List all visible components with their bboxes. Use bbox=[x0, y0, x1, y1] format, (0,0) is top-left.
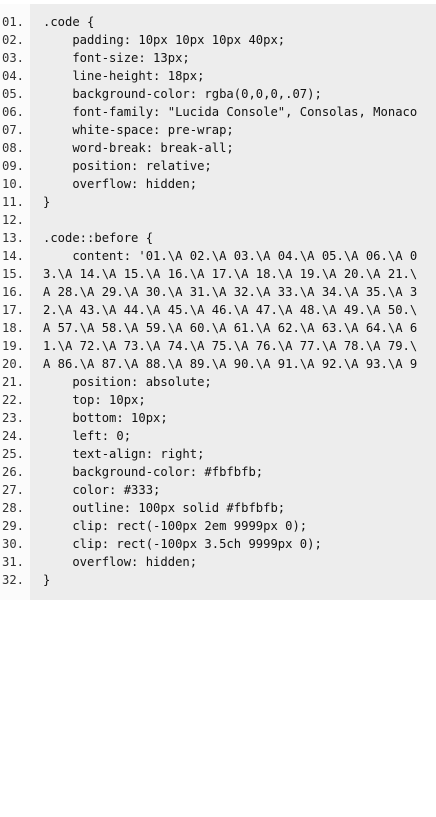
line-text: font-size: 13px; bbox=[43, 51, 190, 65]
line-number: 07. bbox=[2, 123, 25, 137]
line-text: text-align: right; bbox=[43, 447, 205, 461]
line-text: color: #333; bbox=[43, 483, 161, 497]
code-line: 19. 1.\A 72.\A 73.\A 74.\A 75.\A 76.\A 77… bbox=[0, 337, 436, 355]
code-line: 08. word-break: break-all; bbox=[0, 139, 436, 157]
line-number: 16. bbox=[2, 285, 25, 299]
line-number: 22. bbox=[2, 393, 25, 407]
line-number: 23. bbox=[2, 411, 25, 425]
line-text: .code::before { bbox=[43, 231, 154, 245]
line-number: 13. bbox=[2, 231, 25, 245]
line-number: 06. bbox=[2, 105, 25, 119]
code-line: 15. 3.\A 14.\A 15.\A 16.\A 17.\A 18.\A 19… bbox=[0, 265, 436, 283]
line-text: padding: 10px 10px 10px 40px; bbox=[43, 33, 286, 47]
line-number: 19. bbox=[2, 339, 25, 353]
line-number: 15. bbox=[2, 267, 25, 281]
line-text: background-color: #fbfbfb; bbox=[43, 465, 264, 479]
line-number: 20. bbox=[2, 357, 25, 371]
line-number: 24. bbox=[2, 429, 25, 443]
code-line: 05. background-color: rgba(0,0,0,.07); bbox=[0, 85, 436, 103]
code-lines: 01. .code { 02. padding: 10px 10px 10px 40… bbox=[0, 13, 436, 589]
line-number: 27. bbox=[2, 483, 25, 497]
line-number: 25. bbox=[2, 447, 25, 461]
line-text: background-color: rgba(0,0,0,.07); bbox=[43, 87, 322, 101]
line-text: A 86.\A 87.\A 88.\A 89.\A 90.\A 91.\A 92… bbox=[43, 357, 418, 371]
line-number: 02. bbox=[2, 33, 25, 47]
code-line: 30. clip: rect(-100px 3.5ch 9999px 0); bbox=[0, 535, 436, 553]
line-number: 30. bbox=[2, 537, 25, 551]
line-number: 14. bbox=[2, 249, 25, 263]
code-line: 16. A 28.\A 29.\A 30.\A 31.\A 32.\A 33.\A… bbox=[0, 283, 436, 301]
code-line: 18. A 57.\A 58.\A 59.\A 60.\A 61.\A 62.\A… bbox=[0, 319, 436, 337]
code-line: 13. .code::before { bbox=[0, 229, 436, 247]
line-text: 1.\A 72.\A 73.\A 74.\A 75.\A 76.\A 77.\A… bbox=[43, 339, 418, 353]
code-line: 22. top: 10px; bbox=[0, 391, 436, 409]
line-text: left: 0; bbox=[43, 429, 132, 443]
line-text: bottom: 10px; bbox=[43, 411, 168, 425]
line-text: overflow: hidden; bbox=[43, 555, 198, 569]
line-number: 08. bbox=[2, 141, 25, 155]
line-number: 31. bbox=[2, 555, 25, 569]
code-line: 28. outline: 100px solid #fbfbfb; bbox=[0, 499, 436, 517]
code-line: 11.} bbox=[0, 193, 436, 211]
code-line: 32.} bbox=[0, 571, 436, 589]
line-text: 3.\A 14.\A 15.\A 16.\A 17.\A 18.\A 19.\A… bbox=[43, 267, 418, 281]
code-line: 10. overflow: hidden; bbox=[0, 175, 436, 193]
code-block: 01. .code { 02. padding: 10px 10px 10px 40… bbox=[0, 4, 436, 600]
line-text: line-height: 18px; bbox=[43, 69, 205, 83]
code-line: 27. color: #333; bbox=[0, 481, 436, 499]
line-number: 21. bbox=[2, 375, 25, 389]
code-line: 21. position: absolute; bbox=[0, 373, 436, 391]
line-number: 18. bbox=[2, 321, 25, 335]
code-line: 12. bbox=[0, 211, 436, 229]
code-line: 07. white-space: pre-wrap; bbox=[0, 121, 436, 139]
line-text: white-space: pre-wrap; bbox=[43, 123, 234, 137]
code-line: 20. A 86.\A 87.\A 88.\A 89.\A 90.\A 91.\A… bbox=[0, 355, 436, 373]
line-text: clip: rect(-100px 3.5ch 9999px 0); bbox=[43, 537, 322, 551]
code-line: 26. background-color: #fbfbfb; bbox=[0, 463, 436, 481]
line-text: content: '01.\A 02.\A 03.\A 04.\A 05.\A … bbox=[43, 249, 418, 263]
line-number: 29. bbox=[2, 519, 25, 533]
line-text: position: relative; bbox=[43, 159, 212, 173]
code-line: 25. text-align: right; bbox=[0, 445, 436, 463]
code-line: 29. clip: rect(-100px 2em 9999px 0); bbox=[0, 517, 436, 535]
code-line: 14. content: '01.\A 02.\A 03.\A 04.\A 05… bbox=[0, 247, 436, 265]
line-text: font-family: "Lucida Console", Consolas,… bbox=[43, 105, 418, 119]
line-text: A 28.\A 29.\A 30.\A 31.\A 32.\A 33.\A 34… bbox=[43, 285, 418, 299]
line-text: word-break: break-all; bbox=[43, 141, 234, 155]
line-number: 12. bbox=[2, 213, 25, 227]
code-line: 31. overflow: hidden; bbox=[0, 553, 436, 571]
code-line: 02. padding: 10px 10px 10px 40px; bbox=[0, 31, 436, 49]
line-number: 04. bbox=[2, 69, 25, 83]
line-number: 11. bbox=[2, 195, 25, 209]
line-number: 17. bbox=[2, 303, 25, 317]
line-text: position: absolute; bbox=[43, 375, 212, 389]
line-number: 05. bbox=[2, 87, 25, 101]
line-text: clip: rect(-100px 2em 9999px 0); bbox=[43, 519, 308, 533]
line-number: 03. bbox=[2, 51, 25, 65]
code-line: 03. font-size: 13px; bbox=[0, 49, 436, 67]
code-line: 23. bottom: 10px; bbox=[0, 409, 436, 427]
line-number: 28. bbox=[2, 501, 25, 515]
code-line: 24. left: 0; bbox=[0, 427, 436, 445]
line-text: } bbox=[43, 195, 51, 209]
code-line: 04. line-height: 18px; bbox=[0, 67, 436, 85]
line-number: 10. bbox=[2, 177, 25, 191]
code-line: 17. 2.\A 43.\A 44.\A 45.\A 46.\A 47.\A 48… bbox=[0, 301, 436, 319]
line-text: 2.\A 43.\A 44.\A 45.\A 46.\A 47.\A 48.\A… bbox=[43, 303, 418, 317]
line-number: 01. bbox=[2, 15, 25, 29]
line-number: 26. bbox=[2, 465, 25, 479]
line-number: 32. bbox=[2, 573, 25, 587]
line-text: overflow: hidden; bbox=[43, 177, 198, 191]
line-text: top: 10px; bbox=[43, 393, 146, 407]
code-line: 06. font-family: "Lucida Console", Conso… bbox=[0, 103, 436, 121]
line-text: } bbox=[43, 573, 51, 587]
line-text: .code { bbox=[43, 15, 95, 29]
code-line: 01. .code { bbox=[0, 13, 436, 31]
line-text: A 57.\A 58.\A 59.\A 60.\A 61.\A 62.\A 63… bbox=[43, 321, 418, 335]
line-number: 09. bbox=[2, 159, 25, 173]
code-line: 09. position: relative; bbox=[0, 157, 436, 175]
line-number-gutter bbox=[0, 4, 30, 600]
line-text: outline: 100px solid #fbfbfb; bbox=[43, 501, 286, 515]
